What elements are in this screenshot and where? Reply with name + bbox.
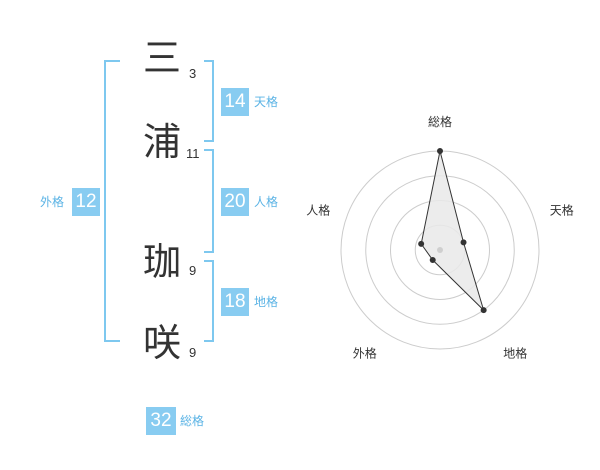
radar-point-4 [429,257,436,264]
radar-axis-label-5: 人格 [306,202,330,217]
chikaku-bracket [204,260,214,342]
radar-area [420,150,485,311]
soukaku-value-badge: 32 [146,407,176,435]
tenkaku-label: 天格 [254,95,279,109]
gaikaku-bracket [104,60,120,342]
radar-point-2 [460,239,467,246]
stroke-count-1: 3 [189,66,197,81]
name-char-1: 三 [143,36,182,80]
jinkaku-label: 人格 [254,195,279,209]
stroke-count-4: 9 [189,345,197,360]
gaikaku-label: 外格 [40,195,65,209]
radar-axis-label-4: 外格 [353,346,377,361]
radar-point-3 [480,307,487,314]
radar-center-dot [437,247,443,253]
stroke-count-3: 9 [189,263,197,278]
soukaku-label: 総格 [180,414,205,428]
chikaku-label: 地格 [254,295,279,309]
jinkaku-value-badge: 20 [221,188,249,216]
name-char-4: 咲 [143,321,182,365]
radar-axis-label-1: 総格 [428,114,452,129]
jinkaku-bracket [204,149,214,253]
tenkaku-value-badge: 14 [221,88,249,116]
name-char-3: 珈 [143,240,182,284]
radar-point-1 [437,148,443,154]
radar-axis-label-2: 天格 [550,202,574,217]
radar-axis-label-3: 地格 [503,346,527,361]
stroke-count-2: 11 [186,146,200,161]
name-char-2: 浦 [143,120,182,164]
chikaku-value-badge: 18 [221,288,249,316]
tenkaku-bracket [204,60,214,142]
gaikaku-value-badge: 12 [72,188,100,216]
radar-point-5 [418,240,425,247]
